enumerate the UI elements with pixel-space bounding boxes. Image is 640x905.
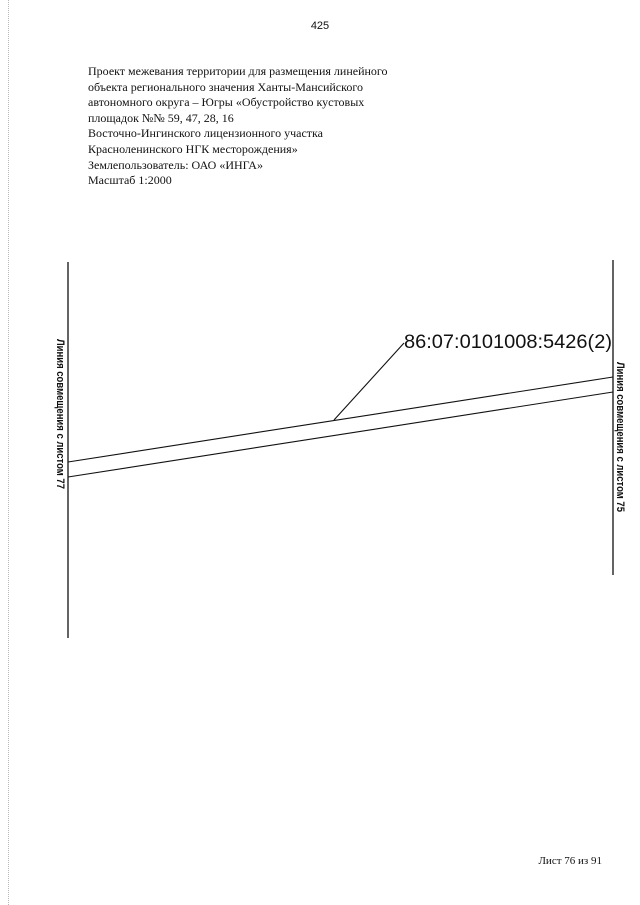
sheet-number: Лист 76 из 91 — [538, 855, 602, 867]
parcel-boundary-upper — [67, 376, 614, 463]
header-line: Восточно-Ингинского лицензионного участк… — [88, 126, 323, 141]
header-line: объекта регионального значения Ханты-Ман… — [88, 79, 363, 94]
header-line: Красноленинского НГК месторождения» — [88, 141, 298, 156]
parcel-label: 86:07:0101008:5426(2) — [404, 332, 612, 353]
page-number: 425 — [310, 20, 330, 32]
parcel-boundary-lower — [67, 391, 614, 478]
document-header: Проект межевания территории для размещен… — [88, 64, 428, 189]
scan-edge — [8, 0, 9, 905]
header-line: Проект межевания территории для размещен… — [88, 64, 388, 78]
header-line: площадок №№ 59, 47, 28, 16 — [88, 110, 234, 125]
land-user-line: Землепользователь: ОАО «ИНГА» — [88, 157, 263, 172]
left-match-line-label: Линия совмещения с листом 77 — [54, 339, 66, 489]
header-line: автономного округа – Югры «Обустройство … — [88, 95, 365, 110]
right-match-line-label: Линия совмещения с листом 75 — [614, 362, 626, 512]
scale-line: Масштаб 1:2000 — [88, 173, 172, 188]
label-leader-line — [333, 342, 405, 421]
